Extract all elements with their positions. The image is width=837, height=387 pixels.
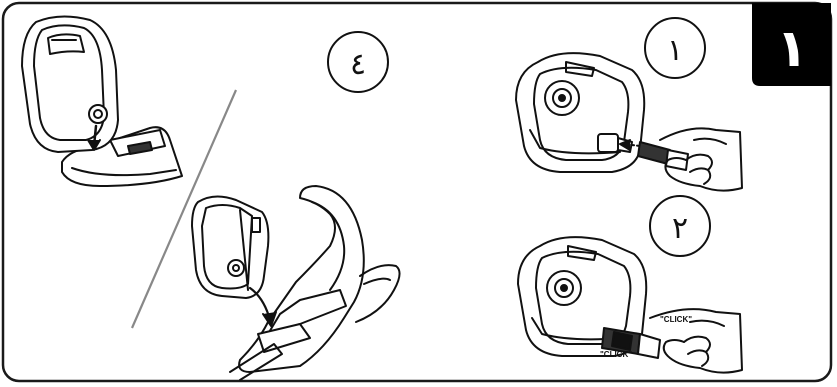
click-label-1: "CLICK" — [660, 315, 692, 324]
section-tab-number: ١ — [776, 19, 808, 79]
step-2-badge: ٢ — [649, 195, 711, 257]
robot-cleaner-step-1 — [515, 52, 743, 192]
step-1-number: ١ — [667, 33, 683, 68]
step-4-badge: ٤ — [327, 31, 389, 93]
robot-cleaner-step-2 — [517, 236, 743, 374]
section-tab: ١ — [752, 3, 831, 86]
divider-line — [130, 89, 238, 329]
click-label-2: "CLICK" — [600, 350, 632, 359]
step-2-number: ٢ — [672, 211, 688, 246]
step-1-badge: ١ — [644, 17, 706, 79]
step-4-number: ٤ — [350, 47, 366, 82]
power-supply-on-stand — [21, 15, 183, 187]
power-supply-and-caddy — [191, 185, 401, 381]
